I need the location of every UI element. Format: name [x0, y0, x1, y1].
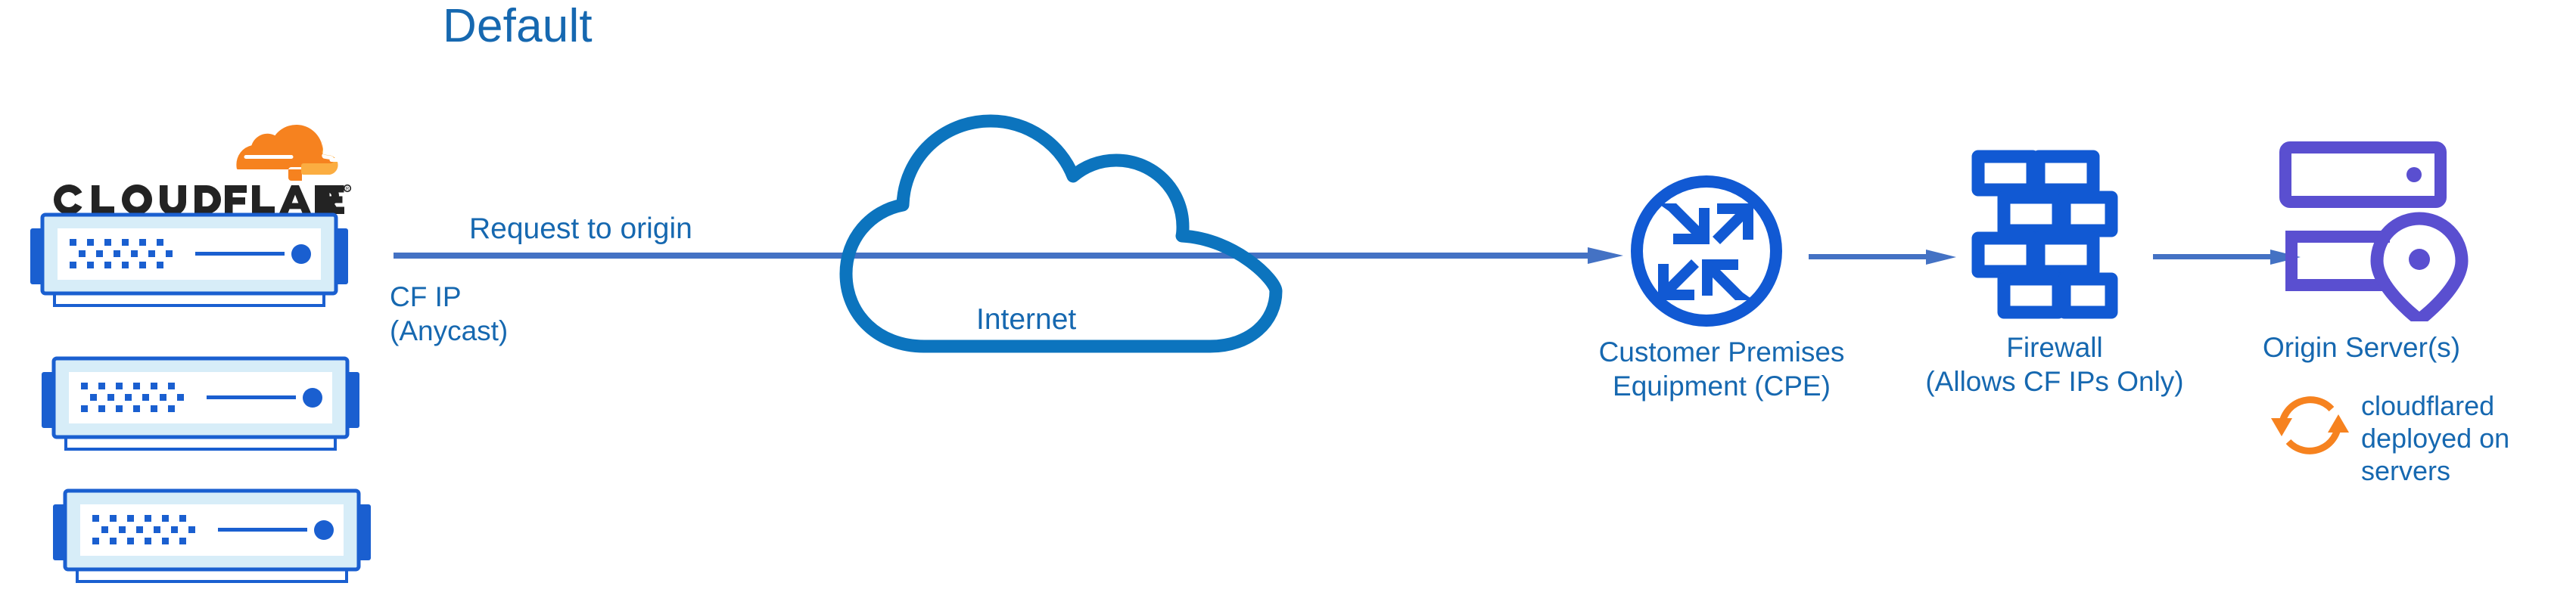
router-arrows-circle-icon	[1631, 175, 1782, 327]
svg-text:R: R	[346, 188, 350, 192]
cloudflare-cloud-logo-icon	[236, 125, 348, 181]
origin-server-label: Origin Server(s)	[2263, 332, 2461, 363]
cloudflared-annotation-label: cloudflared deployed on servers	[2361, 389, 2509, 487]
brick-wall-icon	[1971, 150, 2118, 319]
cf-ip-anycast-label: CF IP (Anycast)	[390, 280, 508, 348]
server-rack-location-pin-icon	[2279, 141, 2469, 321]
arrow-edge-to-cpe	[394, 247, 1623, 264]
cf-ip-label-line1: CF IP	[390, 281, 462, 312]
cloudflare-brand-lockup: R	[30, 110, 352, 223]
cloudflare-wordmark: R	[54, 184, 352, 216]
cpe-label: Customer Premises Equipment (CPE)	[1559, 335, 1884, 403]
internet-cloud-icon	[839, 114, 1283, 353]
cpe-label-line2: Equipment (CPE)	[1613, 371, 1831, 402]
cloudflared-line1: cloudflared	[2361, 390, 2495, 421]
cf-ip-label-line2: (Anycast)	[390, 315, 509, 346]
cloudflare-edge-server-icon	[34, 355, 367, 454]
arrow-cpe-to-firewall	[1809, 250, 1956, 265]
cpe-label-line1: Customer Premises	[1598, 336, 1845, 367]
firewall-label-line2: (Allows CF IPs Only)	[1925, 366, 2184, 397]
cloudflared-line2: deployed on	[2361, 423, 2510, 454]
registered-trademark-icon	[343, 184, 352, 193]
cloudflared-line3: servers	[2361, 455, 2451, 486]
cloudflare-edge-server-icon	[23, 212, 356, 310]
firewall-label-line1: Firewall	[2006, 332, 2103, 363]
cloudflare-edge-server-icon	[45, 488, 378, 586]
sync-refresh-icon	[2271, 396, 2349, 454]
internet-label: Internet	[976, 303, 1077, 336]
firewall-label: Firewall (Allows CF IPs Only)	[1896, 330, 2214, 398]
page-title: Default	[443, 0, 593, 52]
request-to-origin-label: Request to origin	[469, 212, 692, 245]
